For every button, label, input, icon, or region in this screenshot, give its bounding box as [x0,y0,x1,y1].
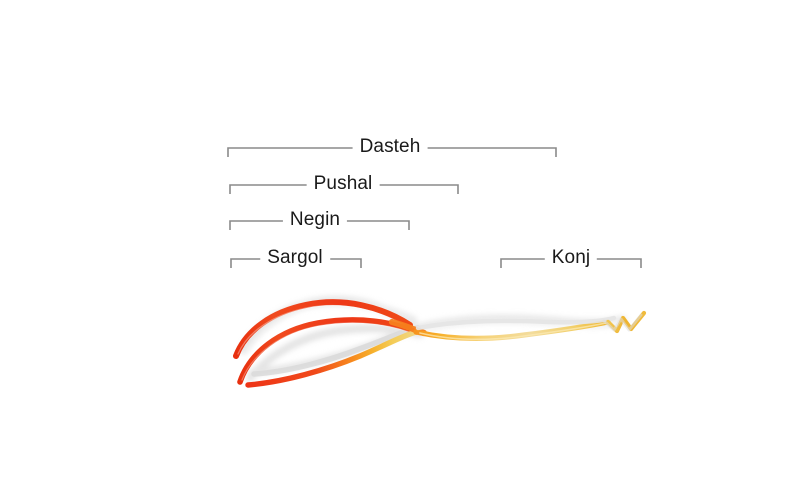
stigma-upper [233,299,413,359]
style-tip-shadow [602,313,643,332]
style-tip [605,310,647,334]
style-yellow [413,319,611,342]
bracket-label-konj: Konj [544,247,598,269]
stigma-middle-highlight [241,322,413,381]
bracket-label-dasteh: Dasteh [352,136,428,158]
bracket-pushal: Pushal [0,0,800,195]
thread-highlight-group [244,300,623,354]
bracket-sargol: Sargol [0,0,800,269]
bracket-label-sargol: Sargol [260,247,330,269]
bracket-label-negin: Negin [282,209,348,231]
stigma-lower [245,329,419,388]
stigma-upper-highlight [237,305,407,355]
bracket-negin: Negin [0,0,800,231]
bracket-konj-line [500,258,642,268]
stigma-middle [237,317,419,385]
thread-gray-lower [251,325,421,377]
bracket-konj: Konj [0,0,800,269]
style-gray-band [415,315,617,331]
bracket-dasteh: Dasteh [0,0,800,158]
thread-shadow-group [239,295,627,382]
style-yellow-highlight [419,322,607,341]
stigma-style-junction [388,318,428,337]
bracket-label-pushal: Pushal [306,173,380,195]
